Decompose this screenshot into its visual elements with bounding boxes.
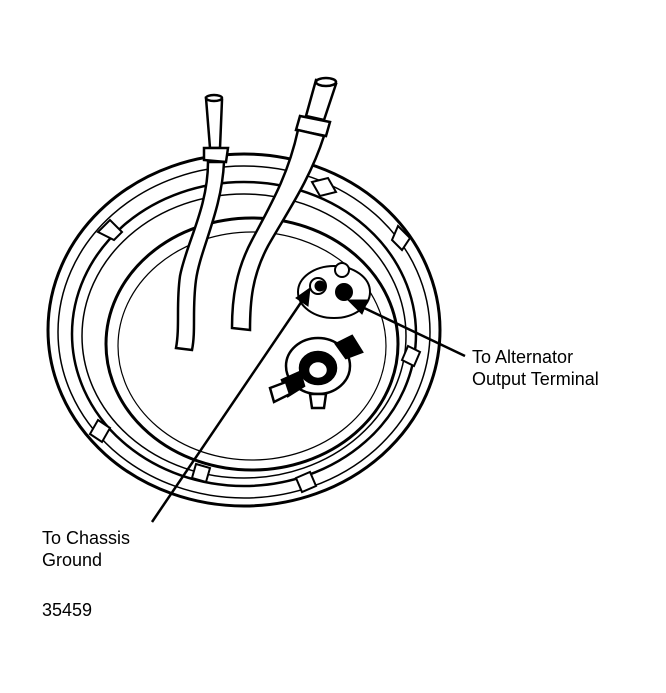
alternator-leader-arrow [346, 299, 466, 358]
alternator-label-line-1: To Alternator [472, 347, 574, 367]
chassis-ground-label: To Chassis Ground [42, 527, 130, 571]
locking-tabs [88, 176, 422, 494]
chassis-label-line-1: To Chassis [42, 528, 131, 548]
terminal-block [297, 262, 371, 319]
figure-number: 35459 [42, 600, 93, 620]
sending-unit [268, 334, 364, 410]
sender-housing [104, 216, 400, 472]
fuel-tube-right [230, 76, 338, 332]
alternator-terminal-label: To Alternator Output Terminal [472, 346, 599, 390]
alternator-label-line-2: Output Terminal [472, 369, 599, 389]
fuel-tube-left [174, 93, 230, 352]
chassis-label-line-2: Ground [42, 550, 103, 570]
chassis-leader-arrow [150, 286, 311, 523]
